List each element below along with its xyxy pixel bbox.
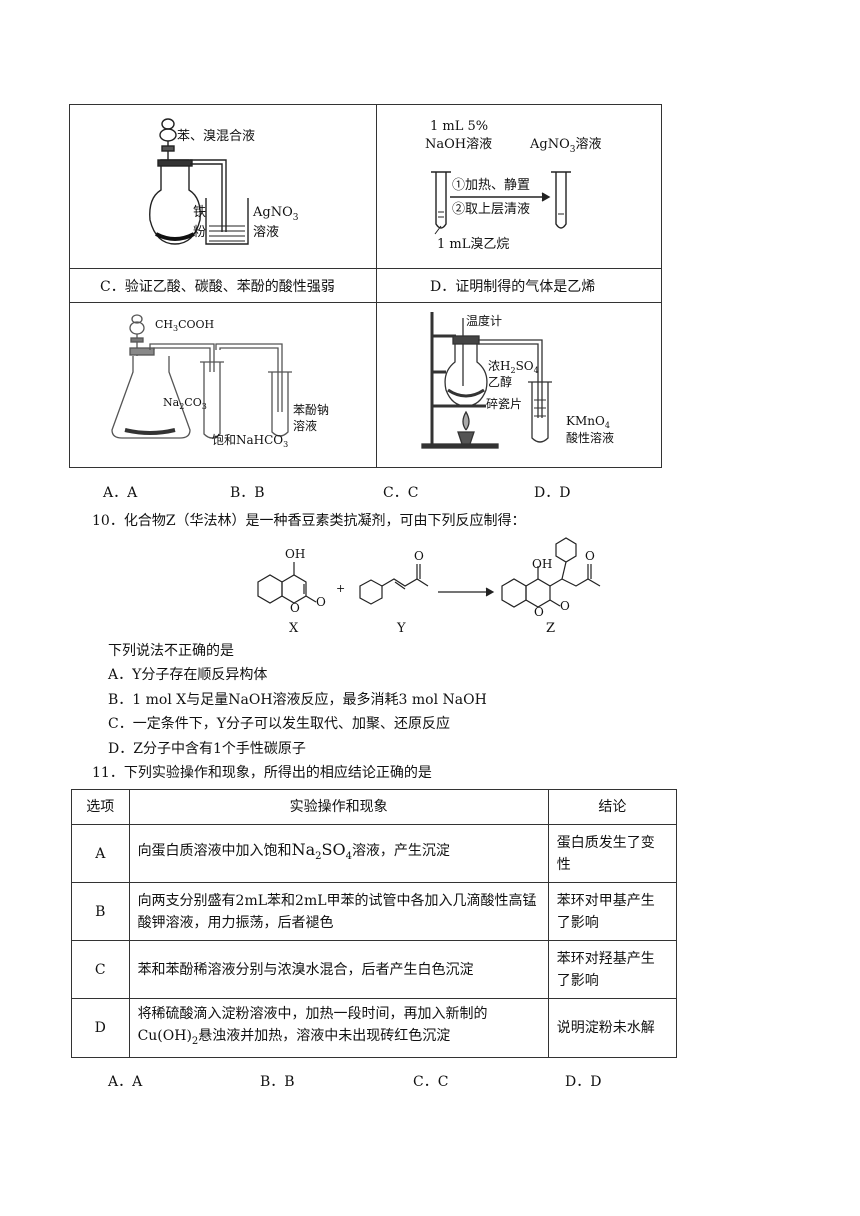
row-d-conclusion: 说明淀粉未水解 xyxy=(547,998,678,1058)
plus-sign: + xyxy=(336,582,345,595)
q10-prompt: 下列说法不正确的是 xyxy=(108,643,234,659)
label-bromoethane: 1 mL溴乙烷 xyxy=(437,237,509,252)
header-option: 选项 xyxy=(71,789,130,825)
label-solution: 溶液 xyxy=(253,225,279,240)
label-agno3-b: AgNO3溶液 xyxy=(529,137,602,155)
row-c-option: C xyxy=(71,940,130,999)
apparatus-b xyxy=(431,171,571,235)
q10-option-b[interactable]: B．1 mol X与足量NaOH溶液反应，最多消耗3 mol NaOH xyxy=(108,692,487,708)
label-thermometer: 温度计 xyxy=(466,313,502,328)
table-row: B 向两支分别盛有2mL苯和2mL甲苯的试管中各加入几滴酸性高锰酸钾溶液，用力振… xyxy=(71,882,678,941)
label-phenolate: 苯酚钠 xyxy=(293,402,329,417)
q10-stem: 10．化合物Z（华法林）是一种香豆素类抗凝剂，可由下列反应制得： xyxy=(92,513,526,529)
q9-option-a[interactable]: A．A xyxy=(103,485,138,501)
label-agno3: AgNO3 xyxy=(252,205,299,223)
row-a-conclusion: 蛋白质发生了变性 xyxy=(547,824,678,883)
z-ring-o-label: O xyxy=(534,605,544,619)
q11-stem: 11．下列实验操作和现象，所得出的相应结论正确的是 xyxy=(92,765,432,781)
table-grid xyxy=(69,104,662,468)
label-y: Y xyxy=(396,621,406,636)
row-c-conclusion: 苯环对羟基产生了影响 xyxy=(547,940,678,999)
q11-option-d[interactable]: D．D xyxy=(565,1074,602,1090)
x-carbonyl-o-label: O xyxy=(316,595,326,609)
label-na2co3: Na2CO3 xyxy=(163,396,207,411)
apparatus-d xyxy=(421,312,552,449)
z-carbonyl-o-label: O xyxy=(560,599,570,613)
label-ethanol: 乙醇 xyxy=(488,374,512,389)
label-z: Z xyxy=(546,621,555,636)
q11-table: 选项 实验操作和现象 结论 A 向蛋白质溶液中加入饱和Na2SO4溶液，产生沉淀… xyxy=(71,789,678,1058)
row-a-option: A xyxy=(71,824,130,883)
q10-option-a[interactable]: A．Y分子存在顺反异构体 xyxy=(108,667,268,683)
caption-c: C．验证乙酸、碳酸、苯酚的酸性强弱 xyxy=(100,278,335,295)
q9-option-d[interactable]: D．D xyxy=(534,485,571,501)
row-c-operation: 苯和苯酚稀溶液分别与浓溴水混合，后者产生白色沉淀 xyxy=(128,940,549,999)
label-phenolate-solution: 溶液 xyxy=(293,418,317,433)
label-iron: 铁 xyxy=(193,205,206,220)
table-row: A 向蛋白质溶液中加入饱和Na2SO4溶液，产生沉淀 蛋白质发生了变性 xyxy=(71,824,678,883)
q10-option-d[interactable]: D．Z分子中含有1个手性碳原子 xyxy=(108,741,306,757)
label-naoh: NaOH溶液 xyxy=(425,137,492,152)
row-b-conclusion: 苯环对甲基产生了影响 xyxy=(547,882,678,941)
row-a-operation: 向蛋白质溶液中加入饱和Na2SO4溶液，产生沉淀 xyxy=(128,824,549,883)
q10-option-c[interactable]: C．一定条件下，Y分子可以发生取代、加聚、还原反应 xyxy=(108,716,450,732)
label-step2: ②取上层清液 xyxy=(452,202,530,217)
x-oh-label: OH xyxy=(285,547,305,561)
caption-d: D．证明制得的气体是乙烯 xyxy=(430,278,595,295)
apparatus-c xyxy=(111,314,292,439)
label-acetic-acid: CH3COOH xyxy=(155,318,214,333)
label-h2so4: 浓H2SO4 xyxy=(488,359,539,375)
y-carbonyl-o-label: O xyxy=(414,549,424,563)
q11-option-b[interactable]: B．B xyxy=(260,1074,295,1090)
label-acidic-solution: 酸性溶液 xyxy=(566,430,614,445)
x-ring-o-label: O xyxy=(290,601,300,615)
table-header-row: 选项 实验操作和现象 结论 xyxy=(71,789,678,825)
q9-apparatus-table: 苯、溴混合液 铁 粉 AgNO3 溶液 1 mL 5% NaOH溶液 AgNO3… xyxy=(69,104,662,468)
q10-reaction-scheme: OH O O + O OH O O O X Y Z xyxy=(257,537,601,636)
label-nahco3: 饱和NaHCO3 xyxy=(212,432,288,449)
label-funnel: 苯、溴混合液 xyxy=(177,129,255,144)
header-conclusion: 结论 xyxy=(547,789,678,825)
z-oh-label: OH xyxy=(532,557,552,571)
apparatus-a xyxy=(149,118,249,245)
label-naoh-volume: 1 mL 5% xyxy=(430,119,488,134)
label-iron2: 粉 xyxy=(193,225,206,240)
header-operation: 实验操作和现象 xyxy=(128,789,549,825)
q9-option-b[interactable]: B．B xyxy=(230,485,265,501)
q9-option-c[interactable]: C．C xyxy=(383,485,419,501)
label-kmno4: KMnO4 xyxy=(566,414,610,430)
q11-option-c[interactable]: C．C xyxy=(413,1074,449,1090)
row-b-operation: 向两支分别盛有2mL苯和2mL甲苯的试管中各加入几滴酸性高锰酸钾溶液，用力振荡，… xyxy=(128,882,549,941)
row-b-option: B xyxy=(71,882,130,941)
label-porcelain: 碎瓷片 xyxy=(486,396,522,411)
z-ketone-o-label: O xyxy=(585,549,595,563)
table-row: C 苯和苯酚稀溶液分别与浓溴水混合，后者产生白色沉淀 苯环对羟基产生了影响 xyxy=(71,940,678,999)
row-d-option: D xyxy=(71,998,130,1058)
label-step1: ①加热、静置 xyxy=(452,178,530,193)
q11-option-a[interactable]: A．A xyxy=(108,1074,143,1090)
label-x: X xyxy=(289,621,299,636)
